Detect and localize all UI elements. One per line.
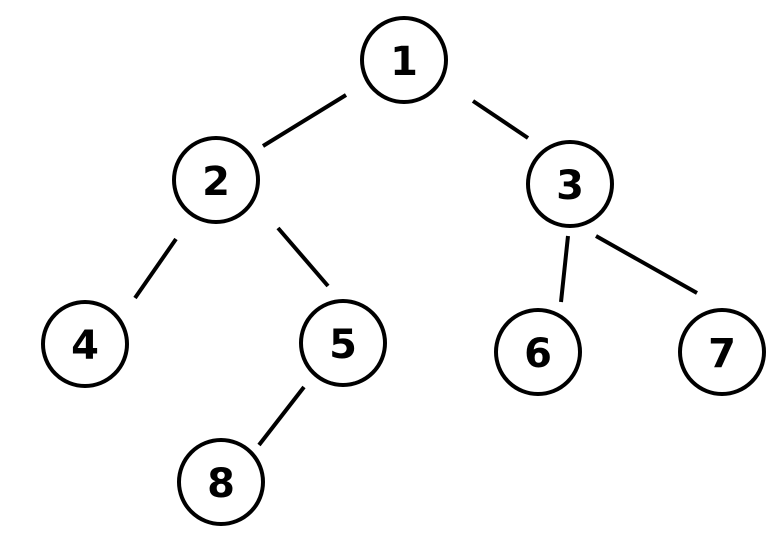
tree-node-2: 2 (172, 136, 260, 224)
edge-1-2 (261, 93, 348, 148)
tree-node-label: 4 (71, 323, 99, 369)
tree-edges (133, 93, 698, 447)
tree-node-circle (678, 308, 766, 396)
tree-node-8: 8 (177, 438, 265, 526)
tree-node-label: 6 (524, 331, 552, 377)
tree-nodes: 1 2 3 4 5 6 7 8 (41, 16, 766, 526)
tree-node-label: 1 (390, 39, 418, 85)
edge-2-5 (276, 226, 330, 288)
tree-node-label: 5 (329, 322, 357, 368)
tree-node-3: 3 (526, 140, 614, 228)
tree-node-label: 8 (207, 461, 235, 507)
tree-node-label: 7 (708, 331, 736, 377)
edge-2-4 (133, 237, 178, 300)
edge-3-7 (595, 234, 698, 295)
tree-node-circle (172, 136, 260, 224)
tree-node-5: 5 (299, 299, 387, 387)
edge-5-8 (257, 385, 306, 447)
edge-3-6 (559, 235, 570, 303)
edge-1-3 (471, 99, 530, 140)
tree-node-circle (41, 300, 129, 388)
tree-node-label: 3 (556, 163, 584, 209)
tree-node-7: 7 (678, 308, 766, 396)
tree-node-circle (299, 299, 387, 387)
tree-node-6: 6 (494, 308, 582, 396)
tree-node-circle (526, 140, 614, 228)
tree-node-circle (494, 308, 582, 396)
tree-node-1: 1 (360, 16, 448, 104)
tree-node-label: 2 (202, 159, 230, 205)
tree-node-circle (360, 16, 448, 104)
tree-node-circle (177, 438, 265, 526)
tree-node-4: 4 (41, 300, 129, 388)
